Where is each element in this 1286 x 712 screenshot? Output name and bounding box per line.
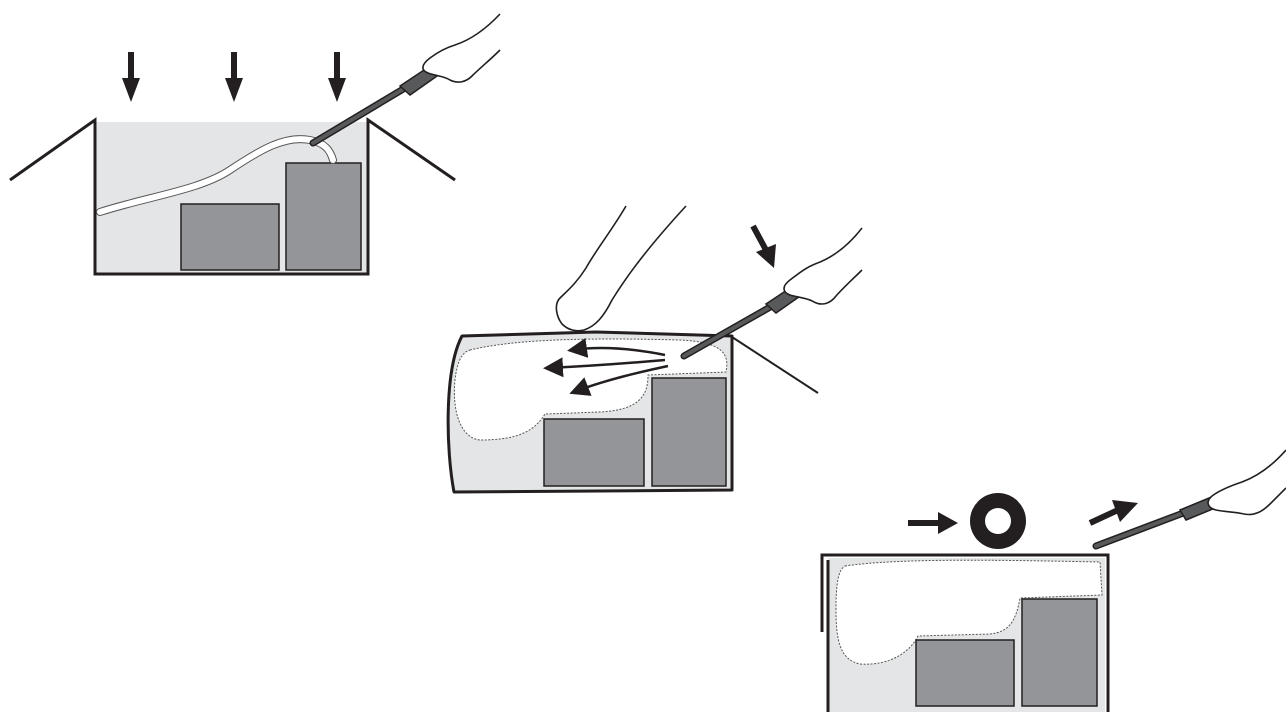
down-arrow-icon bbox=[225, 52, 243, 102]
step-3-panel bbox=[820, 449, 1286, 712]
box-2-flap bbox=[731, 336, 819, 394]
box-1-outline bbox=[9, 117, 456, 276]
box-3-item-tall bbox=[1021, 598, 1098, 707]
down-arrow-icon bbox=[328, 52, 346, 102]
hand-icon bbox=[422, 13, 501, 83]
hand-icon bbox=[555, 205, 687, 332]
box-2-item-small bbox=[543, 418, 645, 487]
airflow-arrow-icon bbox=[543, 357, 666, 378]
foam-region-3 bbox=[835, 559, 1103, 665]
tape-roll-icon bbox=[970, 493, 1026, 549]
airflow-arrow-icon bbox=[567, 337, 666, 358]
step-2-panel bbox=[446, 205, 863, 494]
down-arrow-icon bbox=[122, 52, 140, 102]
box-2-item-tall bbox=[651, 377, 727, 487]
hand-icon bbox=[783, 227, 863, 305]
step-1-panel bbox=[9, 13, 501, 276]
box-1-item-small bbox=[180, 203, 280, 271]
hand-icon bbox=[1207, 449, 1286, 516]
right-arrow-icon bbox=[1088, 500, 1138, 526]
air-wand-tool-icon bbox=[309, 65, 442, 147]
right-arrow-icon bbox=[908, 512, 958, 534]
box-3-item-small bbox=[915, 639, 1015, 707]
box-3-outline bbox=[820, 553, 1110, 712]
box-1-item-tall bbox=[285, 162, 362, 271]
down-arrow-icon bbox=[750, 224, 776, 268]
airflow-arrow-icon bbox=[569, 364, 669, 396]
